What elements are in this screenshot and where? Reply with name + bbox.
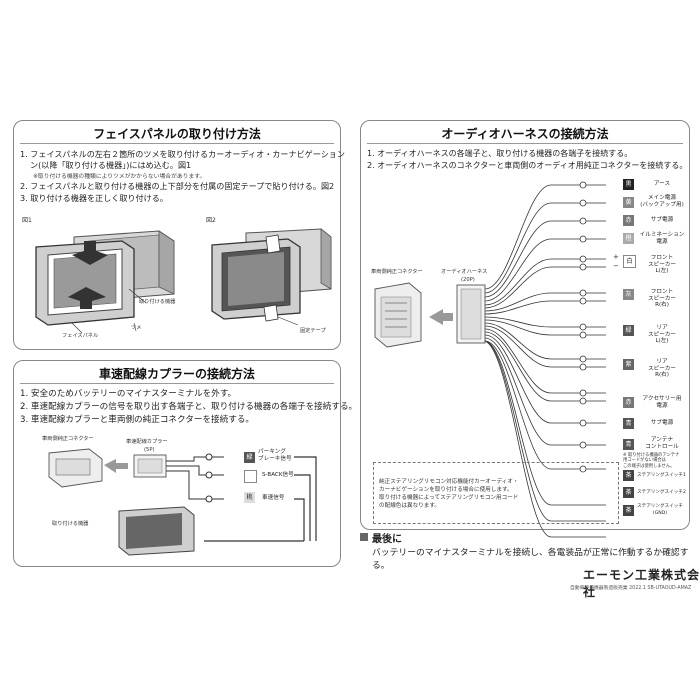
face-panel-step-2: 2. フェイスパネルと取り付ける機器の上下部分を付属の固定テープで貼り付ける。図… — [20, 181, 335, 191]
wire-ground: アース — [653, 181, 671, 187]
face-panel-step-1b: ン(以降「取り付ける機器」)にはめ込む。図1 — [30, 160, 192, 170]
wire-main-power: メイン電源 (バックアップ用) — [640, 195, 684, 208]
speed-wire-step-3: 3. 車速配線カプラーと車両側の純正コネクターを接続する。 — [20, 415, 255, 425]
steering-wire-gnd: ステアリングスイッチ (GND) — [637, 504, 683, 516]
wire-sub-power: サブ電源 — [650, 217, 674, 223]
brand-sub: 自動車整備機器製造販売業 2022.1 SB-UTAOUD-AMAZ — [570, 586, 692, 591]
wire-front-left: フロント スピーカー L(左) — [648, 255, 676, 274]
label-tape: 固定テープ — [300, 328, 326, 334]
wire-color-green: 緑 — [244, 452, 255, 463]
wire-color-sback — [244, 470, 257, 483]
wire-color-yellow: 黄 — [623, 197, 634, 208]
speed-wire-title: 車速配線カプラーの接続方法 — [98, 367, 255, 381]
label-coupler-pins: (5P) — [144, 447, 155, 453]
label-face-panel: フェイスパネル — [62, 333, 99, 339]
wire-parking-brake: パーキング ブレーキ信号 — [258, 449, 292, 462]
label-oem-connector: 車両側純正コネクター — [42, 436, 94, 442]
pole-minus: − — [613, 262, 619, 270]
speed-wire-section: 車速配線カプラーの接続方法 1. 安全のためバッテリーのマイナスターミナルを外す… — [13, 360, 357, 567]
wire-antenna: アンテナ コントロール — [645, 437, 679, 450]
label-harness-pins: (20P) — [461, 277, 475, 283]
steering-wire-2: ステアリングスイッチ2 — [637, 490, 686, 495]
wire-color-red-acc: 赤 — [623, 397, 634, 408]
steering-wire-2-color: 茶 — [623, 487, 634, 498]
label-oem-connector: 車両側純正コネクター — [371, 269, 423, 275]
face-panel-section: フェイスパネルの取り付け方法 1. フェイスパネルの左右２箇所のツメを取り付ける… — [13, 120, 345, 350]
final-title: 最後に — [372, 534, 402, 545]
wire-speed-signal: 車速信号 — [262, 495, 285, 501]
label-tab: ツメ — [131, 325, 142, 331]
steering-note-3: 取り付ける機器によってステアリングリモコン用コード — [379, 495, 519, 501]
antenna-note: ※ 取り付ける機器のアンテナ 用コードがない場合は この端子は使用しません。 — [623, 453, 680, 469]
brand-name: エーモン工業株式会社 — [583, 568, 700, 599]
face-panel-step-1a: 1. フェイスパネルの左右２箇所のツメを取り付けるカーオーディオ・カーナビゲーシ… — [20, 149, 345, 159]
wire-color-blue-ant: 青 — [623, 439, 634, 450]
steering-note-2: カーナビゲーションを取り付ける場合に使用します。 — [379, 487, 513, 493]
title-divider — [20, 383, 334, 384]
wire-sback: S-BACK信号 — [262, 472, 294, 478]
wire-color-pink: 桃 — [244, 492, 255, 503]
face-panel-title: フェイスパネルの取り付け方法 — [93, 127, 261, 141]
label-coupler: 車速配線カプラー — [126, 439, 168, 445]
fig1-label: 図1 — [22, 217, 32, 224]
wire-color-gray: 灰 — [623, 289, 634, 300]
label-device: 取り付ける機器 — [52, 521, 89, 527]
steering-note-1: 純正ステアリングリモコン対応機能付カーオーディオ・ — [379, 479, 519, 485]
steering-wire-1: ステアリングスイッチ1 — [637, 473, 686, 478]
pole-plus: + — [613, 253, 619, 261]
audio-harness-title: オーディオハーネスの接続方法 — [441, 127, 609, 141]
steering-wire-gnd-color: 茶 — [623, 505, 634, 516]
steering-wire-1-color: 茶 — [623, 470, 634, 481]
final-bullet — [360, 533, 368, 541]
wire-accessory: アクセサリー用 電源 — [642, 396, 682, 409]
audio-step-2: 2. オーディオハーネスのコネクターと車両側のオーディオ用純正コネクターを接続す… — [367, 161, 688, 170]
wire-color-green: 緑 — [623, 325, 634, 336]
fig2-label: 図2 — [206, 217, 216, 224]
title-divider — [20, 143, 334, 144]
wire-rear-right: リア スピーカー R(右) — [648, 359, 676, 378]
speed-wire-step-2: 2. 車速配線カプラーの信号を取り出す各端子と、取り付ける機器の各端子を接続する… — [20, 402, 358, 412]
wire-color-orange: 橙 — [623, 233, 634, 244]
audio-harness-diagram — [374, 181, 606, 538]
wire-color-purple: 紫 — [623, 359, 634, 370]
wire-sub-power-2: サブ電源 — [650, 420, 674, 426]
wire-front-right: フロント スピーカー R(右) — [648, 289, 676, 308]
audio-harness-section: オーディオハーネスの接続方法 1. オーディオハーネスの各端子と、取り付ける機器… — [360, 120, 690, 538]
final-text: バッテリーのマイナスターミナルを接続し、各電装品が正常に作動するか確認する。 — [372, 548, 689, 571]
label-device: 取り付ける機器 — [139, 299, 176, 305]
speed-wire-step-1: 1. 安全のためバッテリーのマイナスターミナルを外す。 — [20, 389, 237, 399]
wire-color-white: 白 — [623, 255, 636, 268]
speed-wire-diagram — [48, 448, 317, 556]
title-divider — [367, 143, 683, 144]
steering-note-4: の配線色は異なります。 — [379, 503, 440, 509]
fig2-illustration — [211, 228, 332, 326]
wire-color-red: 赤 — [623, 215, 634, 226]
wire-illumination: イルミネーション 電源 — [639, 232, 685, 245]
wire-color-black: 黒 — [623, 179, 634, 190]
wire-color-blue: 青 — [623, 418, 634, 429]
label-harness: オーディオハーネス — [441, 269, 488, 275]
fig1-illustration — [35, 230, 175, 334]
steering-note-box — [373, 462, 619, 524]
face-panel-step-3: 3. 取り付ける機器を正しく取り付ける。 — [20, 193, 168, 203]
wire-rear-left: リア スピーカー L(左) — [648, 325, 676, 344]
audio-step-1: 1. オーディオハーネスの各端子と、取り付ける機器の各端子を接続する。 — [367, 149, 633, 158]
face-panel-note: ※取り付ける機器の種類によりツメがかからない場合があります。 — [33, 174, 206, 180]
